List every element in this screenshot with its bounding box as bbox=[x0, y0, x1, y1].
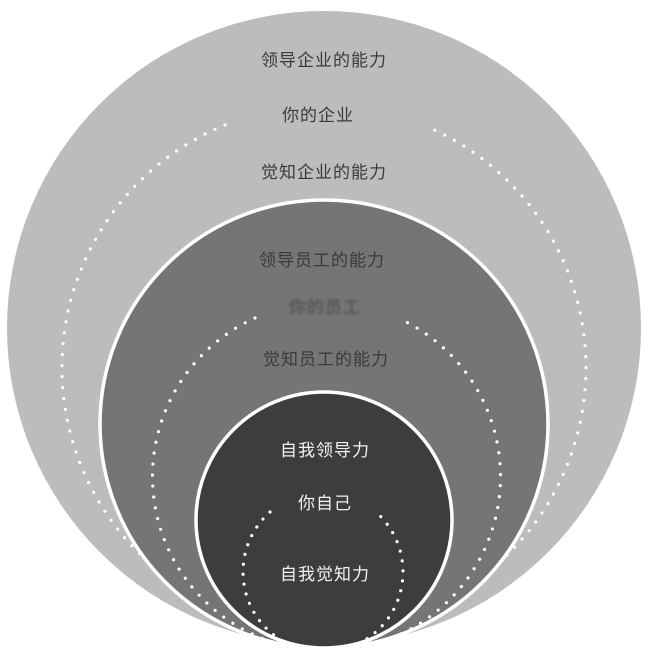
outer-bottom-label: 觉知企业的能力 bbox=[261, 163, 387, 183]
inner-center-label: 你自己 bbox=[298, 494, 352, 514]
outer-top-label: 领导企业的能力 bbox=[261, 51, 387, 71]
inner-dotted-arc bbox=[241, 510, 405, 654]
middle-top-label: 领导员工的能力 bbox=[259, 251, 385, 271]
outer-dotted-arc bbox=[60, 123, 588, 632]
outer-center-label: 你的企业 bbox=[282, 106, 354, 126]
middle-bottom-label: 觉知员工的能力 bbox=[263, 350, 389, 370]
middle-center-label: 你的员工 bbox=[289, 298, 361, 318]
bottom-white-band bbox=[0, 648, 660, 667]
inner-circle-self bbox=[194, 390, 454, 650]
inner-bottom-label: 自我觉知力 bbox=[280, 565, 370, 585]
inner-top-label: 自我领导力 bbox=[280, 441, 370, 461]
